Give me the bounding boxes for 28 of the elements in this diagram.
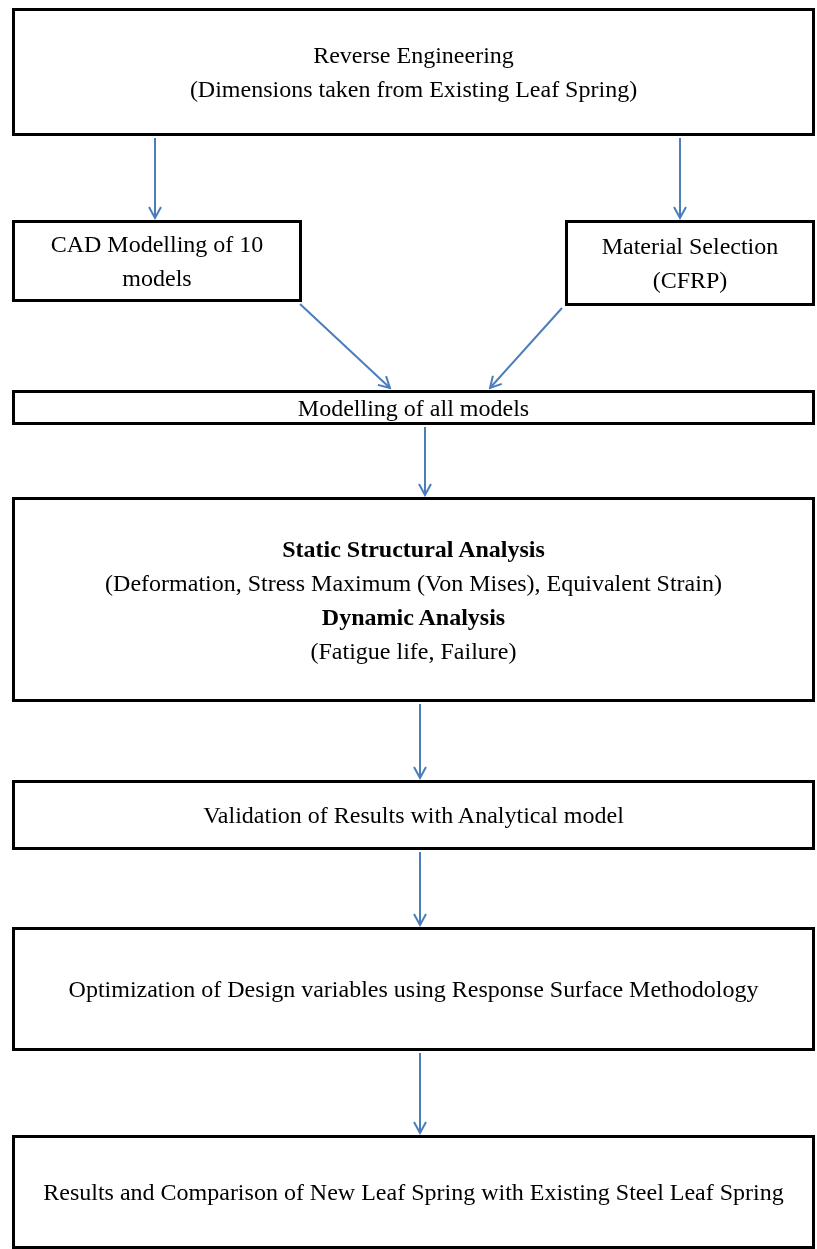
process-box (12, 1135, 815, 1249)
box-text: Material Selection (CFRP) (600, 232, 780, 295)
arrow (148, 137, 162, 219)
heading-text: Static Structural Analysis (282, 534, 545, 564)
arrow (489, 307, 563, 389)
box-text: Reverse Engineering (313, 41, 514, 70)
process-box (12, 220, 302, 302)
box-text: Validation of Results with Analytical model (203, 801, 624, 830)
box-text: Modelling of all models (297, 393, 530, 423)
arrow (413, 1052, 427, 1134)
process-box (12, 8, 815, 136)
box-text: Results and Comparison of New Leaf Spring with Existing Steel Leaf Spring (43, 1178, 784, 1207)
arrow (418, 426, 432, 496)
process-box (565, 220, 815, 306)
arrow (413, 851, 427, 926)
process-box (12, 390, 815, 425)
box-text: (Dimensions taken from Existing Leaf Spring) (189, 75, 638, 104)
process-box (12, 497, 815, 702)
arrow (673, 137, 687, 219)
process-box (12, 780, 815, 850)
box-text: (Fatigue life, Failure) (310, 636, 517, 666)
arrow (299, 303, 391, 389)
box-text: CAD Modelling of 10 models (49, 230, 265, 293)
process-box (12, 927, 815, 1051)
heading-text: Dynamic Analysis (321, 602, 506, 632)
box-text: Optimization of Design variables using Response Surface Methodology (68, 975, 759, 1004)
arrow (413, 703, 427, 779)
box-text: (Deformation, Stress Maximum (Von Mises), Equivalent Strain) (105, 568, 722, 598)
